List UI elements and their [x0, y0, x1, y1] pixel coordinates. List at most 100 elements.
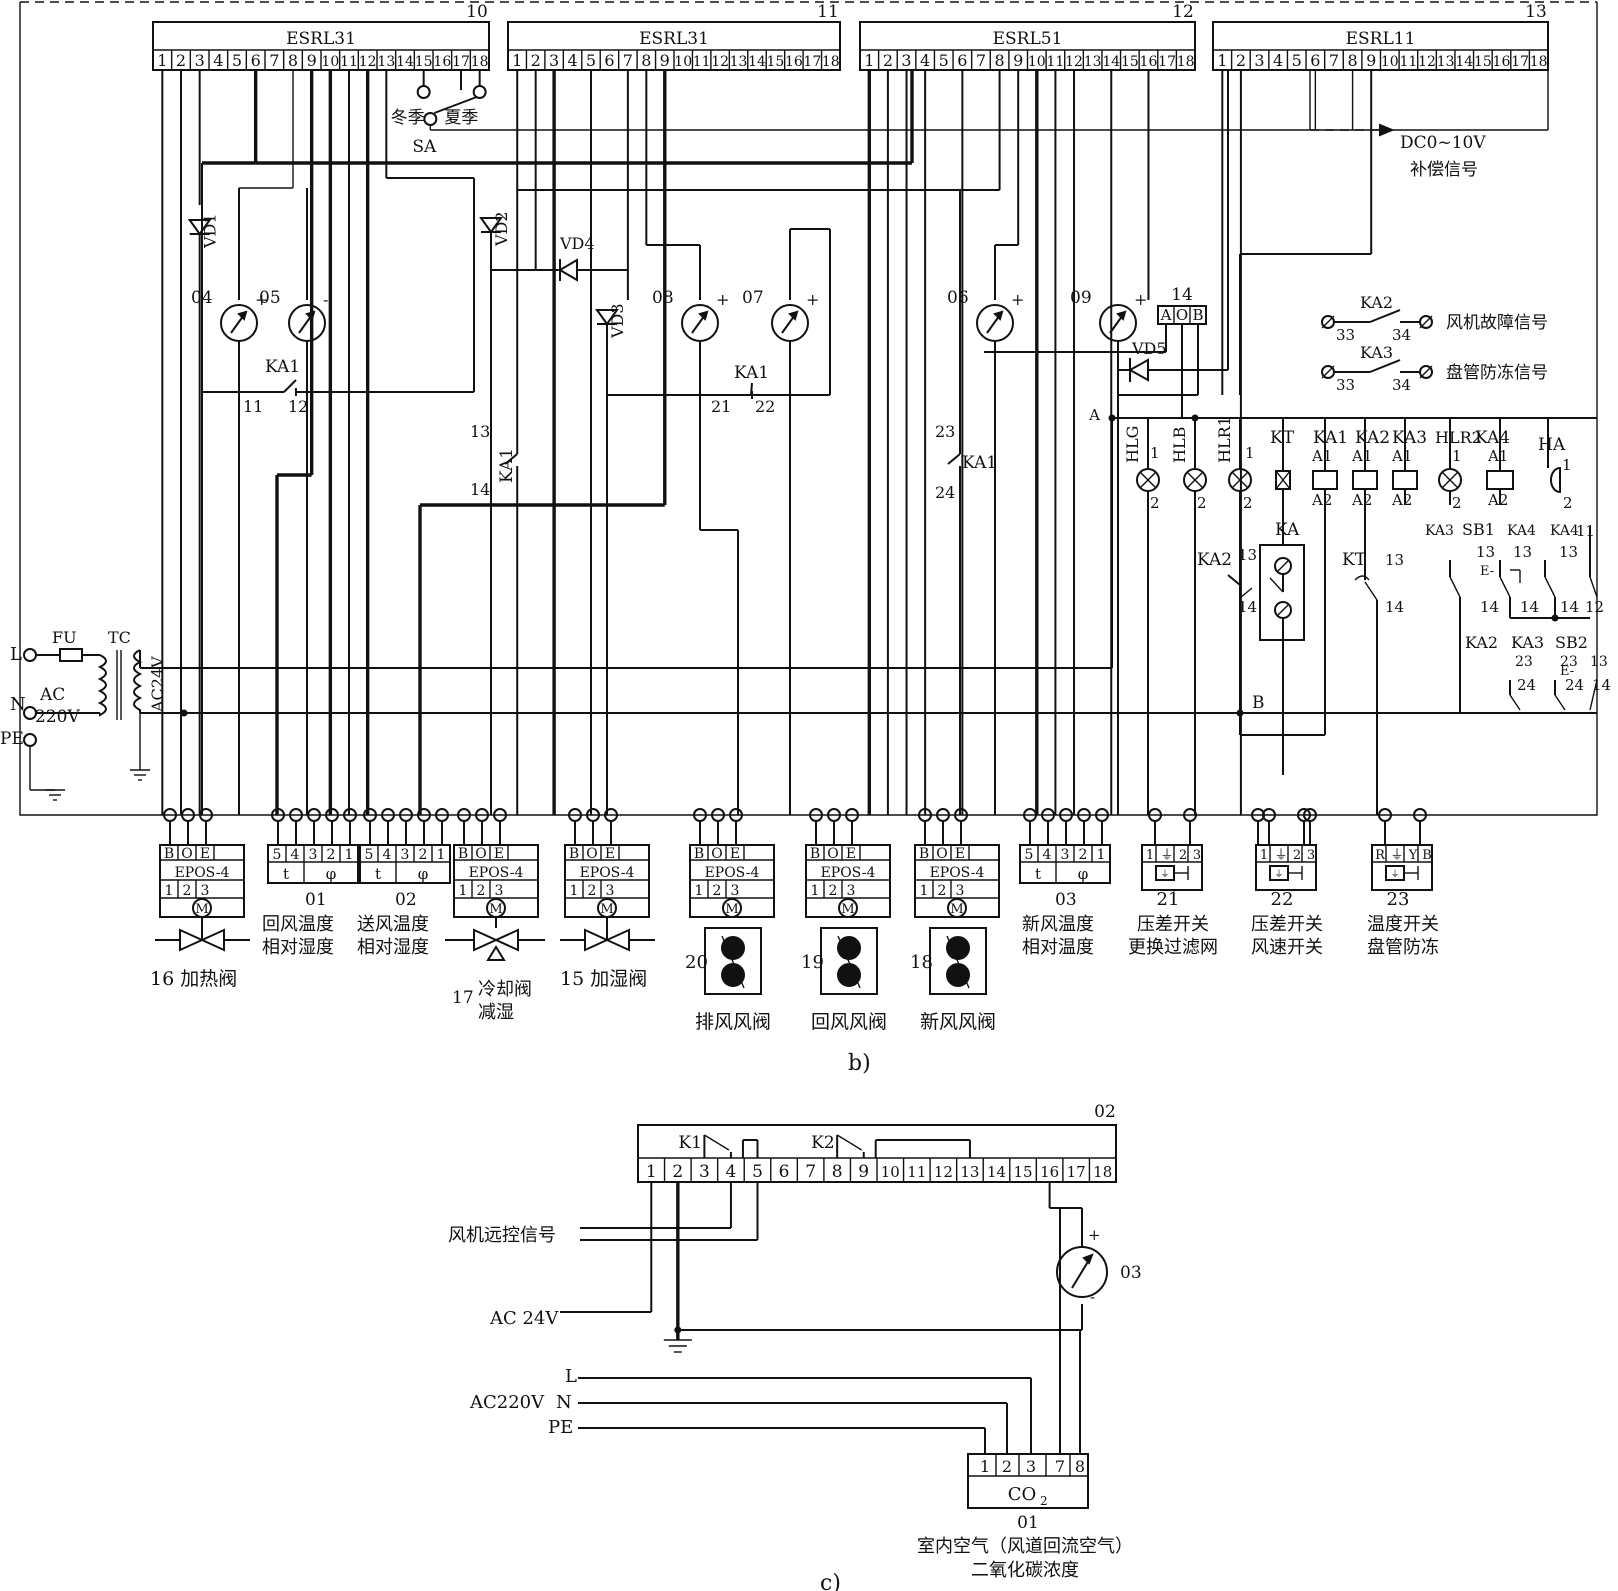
diode-label: VD2 — [492, 211, 511, 247]
label: 3 — [495, 883, 504, 899]
label: O — [586, 846, 597, 862]
label: 盘管防冻 — [1367, 937, 1439, 958]
label: 4 — [291, 847, 300, 863]
meter-arrow — [305, 310, 316, 321]
label: 14 — [1520, 598, 1539, 616]
terminal-number: 9 — [858, 1162, 869, 1182]
sensor-03 — [1019, 844, 1111, 884]
arrow — [1379, 123, 1395, 137]
label: 1 — [695, 883, 704, 899]
terminal-number: 4 — [213, 51, 223, 70]
label: KA4 — [1507, 523, 1536, 539]
label: KA1 — [1313, 428, 1348, 448]
wire — [1231, 471, 1249, 489]
label: 排风风阀 — [695, 1011, 771, 1033]
controller-model: ESRL31 — [286, 29, 356, 49]
terminal-number: 9 — [307, 51, 317, 70]
label: 风机故障信号 — [1446, 313, 1548, 333]
wire — [1276, 603, 1290, 617]
label: 2 — [1563, 494, 1573, 512]
wire — [1554, 694, 1566, 711]
label: AC24V — [148, 656, 167, 713]
meter-id: 04 — [191, 288, 213, 308]
meter-sign: + — [716, 290, 729, 309]
damper-blade — [721, 963, 745, 987]
wire — [433, 96, 478, 114]
label: O — [827, 846, 838, 862]
junction-dot — [1551, 614, 1559, 622]
terminal-number: 14 — [1102, 54, 1120, 70]
label: 7 — [1055, 1457, 1065, 1476]
wire — [704, 1134, 730, 1151]
meter-sign: + — [1011, 290, 1024, 309]
terminal-number: 15 — [1474, 54, 1492, 70]
wire — [721, 935, 745, 989]
label: O — [475, 846, 486, 862]
label: HA — [1538, 435, 1566, 455]
meter-arrow — [1116, 310, 1127, 321]
label: 22 — [755, 397, 775, 416]
diode-label: VD1 — [201, 213, 220, 249]
meter-sign: + — [806, 290, 819, 309]
label: E — [730, 846, 740, 862]
label: CO — [1008, 1484, 1037, 1505]
wire — [1186, 471, 1204, 489]
terminal-number: 8 — [832, 1162, 843, 1182]
label: O — [936, 846, 947, 862]
label: 5 — [365, 847, 374, 863]
label: EPOS-4 — [580, 865, 635, 881]
label: E — [846, 846, 856, 862]
label: 冷却阀 — [478, 979, 532, 1000]
label: 01 — [305, 890, 327, 910]
damper-blade — [837, 936, 861, 960]
label: 23 — [1560, 654, 1578, 670]
label: M — [195, 902, 208, 917]
terminal-number: 8 — [1347, 51, 1357, 70]
label: TC — [108, 628, 131, 647]
label: 23 — [1515, 654, 1533, 670]
label: 1 — [1452, 447, 1462, 465]
label: ⏚ — [1390, 848, 1403, 863]
label: Y — [1408, 848, 1418, 863]
label: K1 — [678, 1133, 702, 1153]
label: 33 — [1336, 326, 1355, 344]
diode — [479, 217, 503, 234]
wire — [1321, 365, 1335, 379]
terminal-number: 18 — [1530, 54, 1548, 70]
terminal-number: 18 — [1177, 54, 1195, 70]
terminal-number: 17 — [1067, 1163, 1086, 1181]
label: B — [919, 846, 929, 862]
label: 13 — [1513, 543, 1532, 561]
label: 03 — [1120, 1263, 1142, 1283]
wire — [1364, 581, 1378, 601]
label: HLG — [1123, 426, 1142, 463]
meter-id: 09 — [1070, 288, 1092, 308]
terminal-number: 14 — [396, 54, 414, 70]
label: A2 — [1311, 491, 1332, 509]
damper-blade — [837, 963, 861, 987]
label: PE — [0, 729, 24, 749]
label: O — [1176, 306, 1188, 324]
wire — [947, 453, 961, 465]
relay-coil — [1392, 470, 1418, 490]
terminal-number: 6 — [779, 1162, 790, 1182]
label: 夏季 — [444, 108, 478, 128]
label: M — [950, 902, 963, 917]
wire — [1369, 359, 1401, 373]
label: 2 — [829, 883, 838, 899]
wire — [1321, 315, 1335, 329]
label: KA4 — [1475, 428, 1510, 448]
label: 21 — [1157, 889, 1180, 910]
label: KA3 — [1360, 343, 1393, 362]
terminal-number: 5 — [752, 1162, 763, 1182]
label: EPOS-4 — [821, 865, 876, 881]
diode-label: VD3 — [608, 303, 627, 339]
wire — [1269, 577, 1284, 593]
valve-lower — [486, 945, 506, 961]
label: 8 — [1075, 1457, 1085, 1476]
terminal-number: 10 — [674, 54, 692, 70]
label: 1 — [570, 883, 579, 899]
terminal-number: 18 — [822, 54, 840, 70]
terminal-number: 4 — [920, 51, 930, 70]
